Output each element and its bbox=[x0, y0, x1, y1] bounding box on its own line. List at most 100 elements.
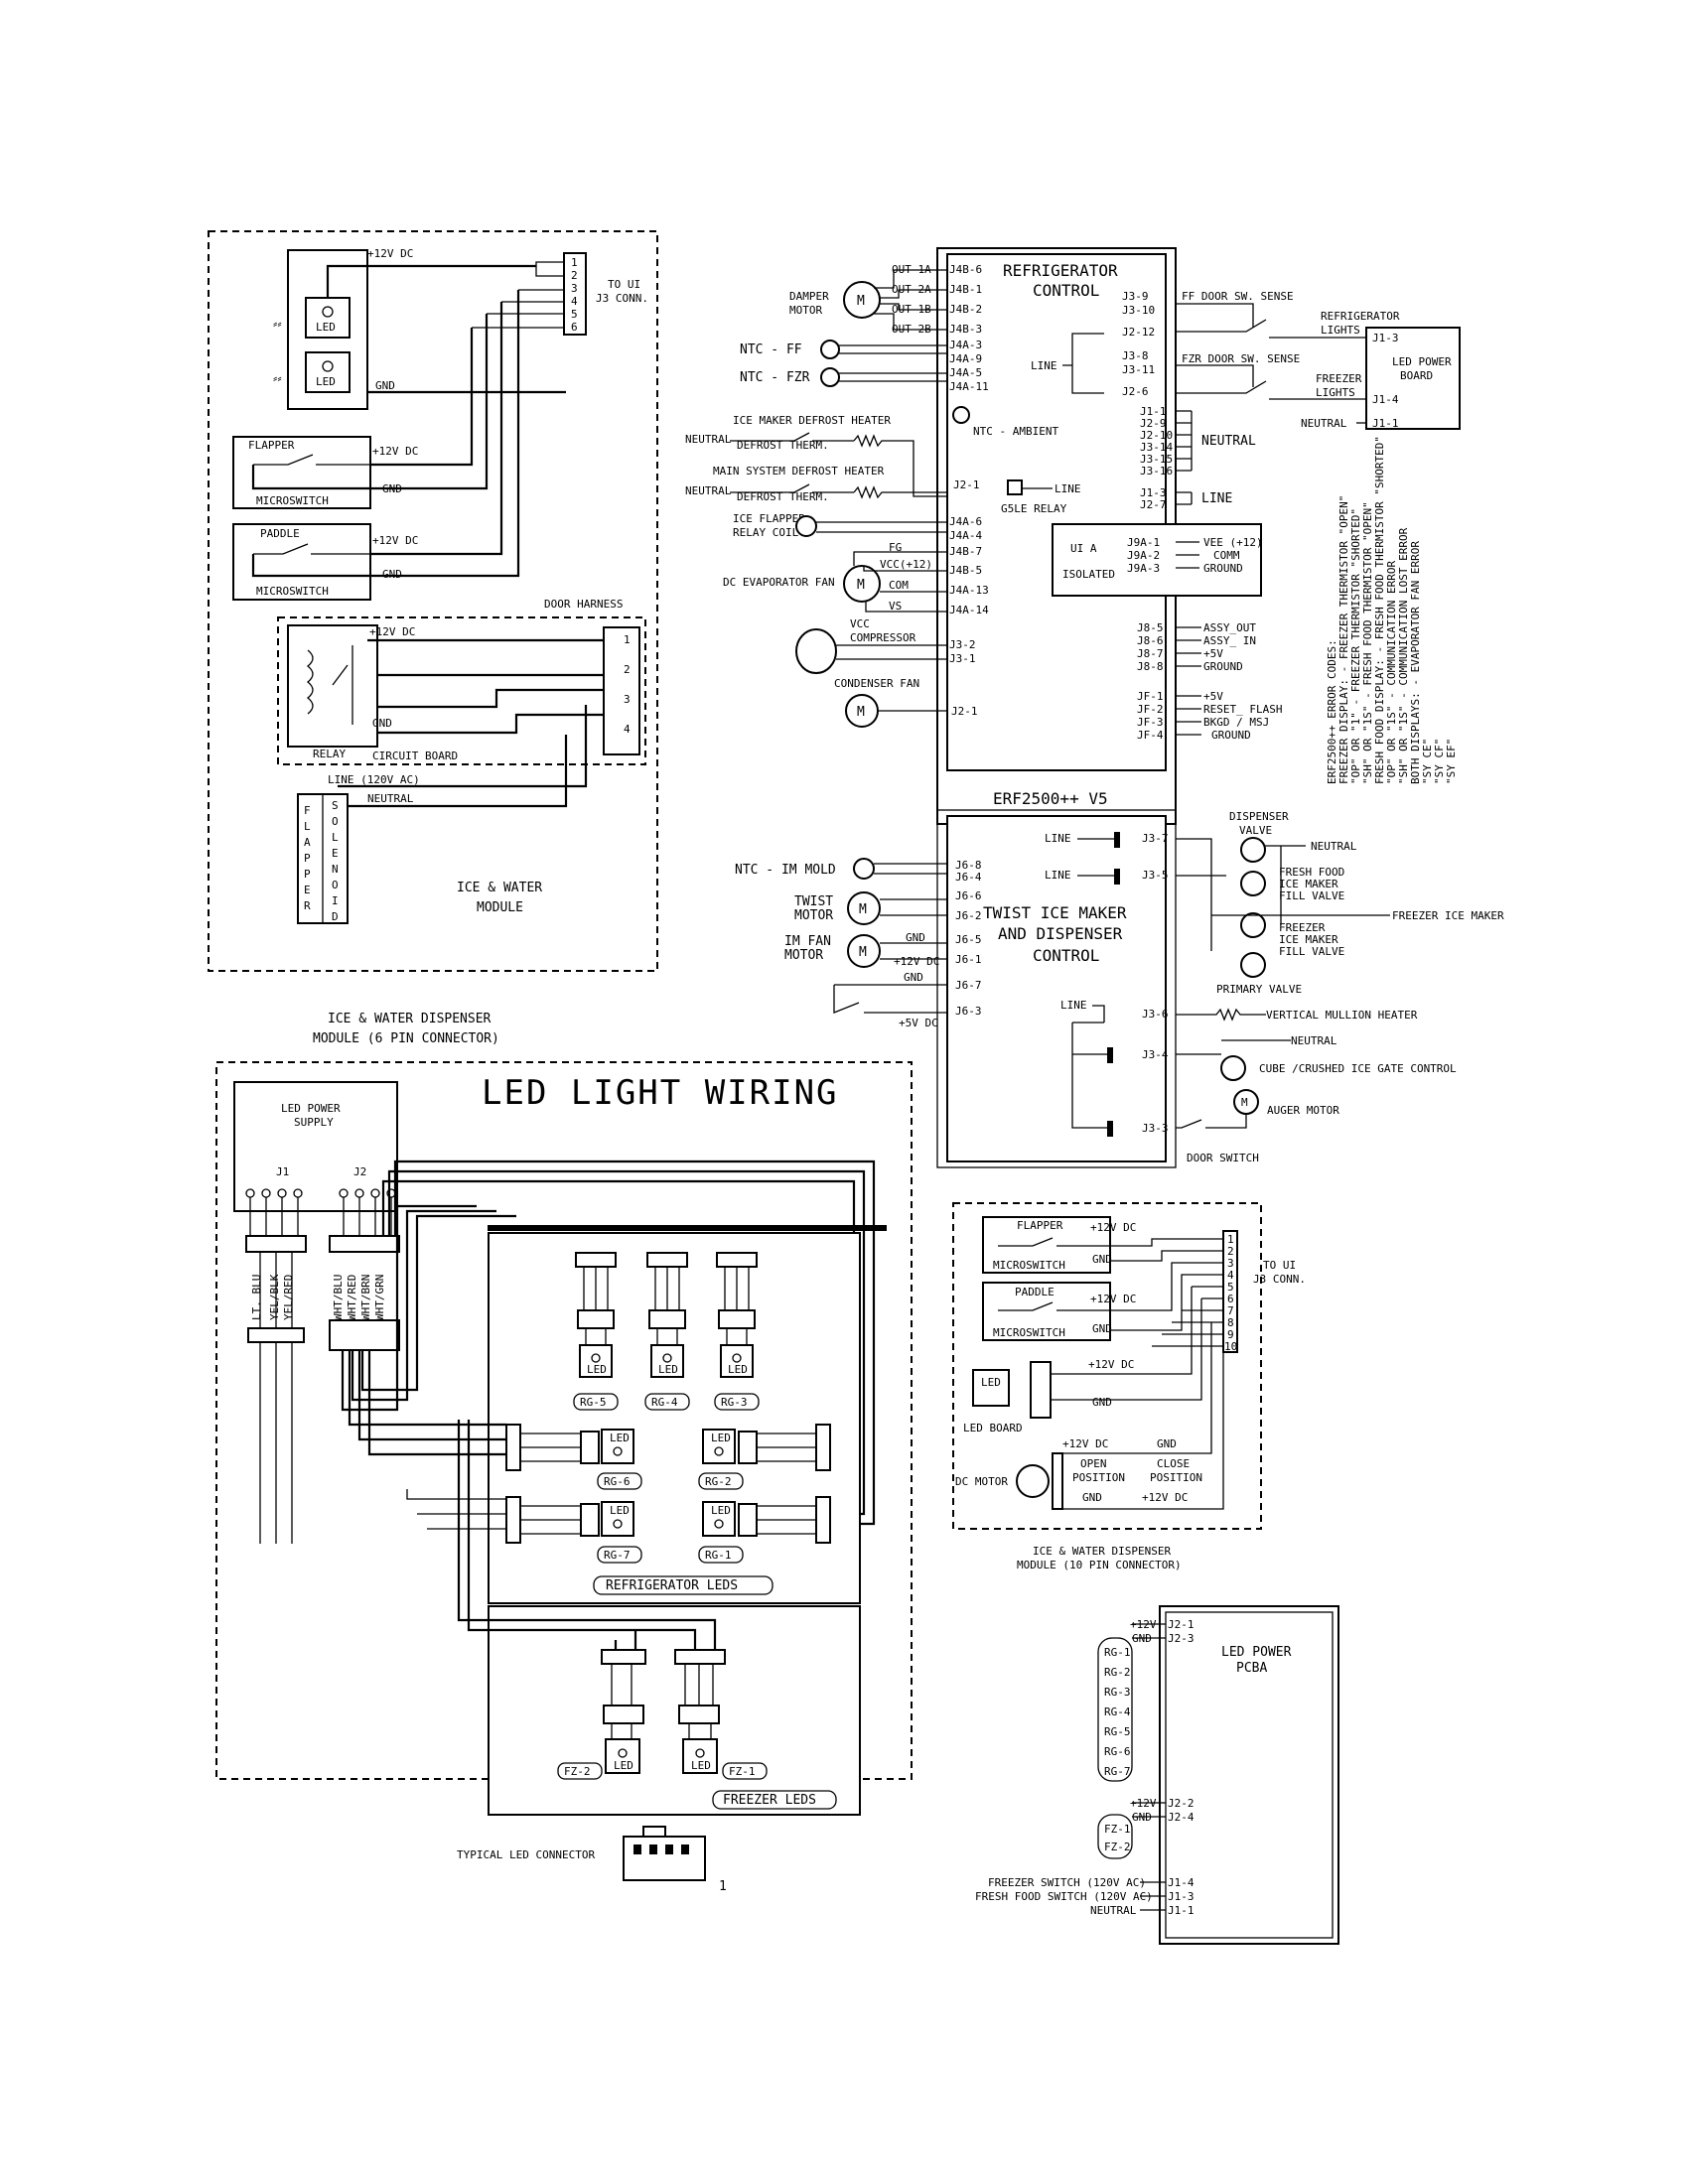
rg-5-tag bbox=[573, 1393, 619, 1411]
error-code-line: "SY CE" bbox=[1421, 739, 1434, 784]
door-harness-label: DOOR HARNESS bbox=[544, 598, 623, 611]
plus5-label: +5V bbox=[1203, 647, 1223, 660]
dc-evaporator-fan-label: DC EVAPORATOR FAN bbox=[723, 576, 835, 589]
damper-motor-label-1: DAMPER bbox=[789, 290, 829, 303]
relay-contact bbox=[1107, 1047, 1113, 1063]
rg-6-led bbox=[601, 1429, 634, 1464]
twist-motor-icon bbox=[847, 891, 881, 925]
j2-4: J2-4 bbox=[1168, 1811, 1195, 1824]
jf-3: JF-3 bbox=[1137, 716, 1164, 729]
ntc-ff-label: NTC - FF bbox=[740, 342, 802, 357]
led-power-pcba-box bbox=[1159, 1605, 1339, 1945]
im-fan-motor-icon bbox=[847, 934, 881, 968]
plus12-label: +12V DC bbox=[1088, 1358, 1134, 1371]
connector-latch bbox=[642, 1826, 666, 1838]
fz-1-tag bbox=[722, 1762, 768, 1780]
six-pin-module: LED LED ⸗⸗ ⸗⸗ +12V DC GND 1 2 3 4 5 6 TO… bbox=[208, 230, 658, 1046]
out-2b: OUT 2B bbox=[892, 323, 931, 336]
j3-4: J3-4 bbox=[1142, 1048, 1169, 1061]
pin-3: 3 bbox=[624, 693, 631, 706]
fz-2-label: FZ-2 bbox=[564, 1765, 591, 1778]
ntc-fzr-label: NTC - FZR bbox=[740, 370, 810, 385]
gnd-label: GND bbox=[382, 482, 402, 495]
paddle-label: PADDLE bbox=[1015, 1286, 1055, 1298]
pin-2: 2 bbox=[1227, 1245, 1234, 1258]
j1-1: J1-1 bbox=[1168, 1904, 1195, 1917]
ntc-ambient-thermistor bbox=[952, 406, 970, 424]
led-power-supply-label-2: SUPPLY bbox=[294, 1116, 334, 1129]
plus12-label: +12V DC bbox=[372, 534, 418, 547]
gnd-label: GND bbox=[904, 971, 923, 984]
led-glyph: LED bbox=[691, 1759, 711, 1772]
rg-1-tag bbox=[698, 1546, 744, 1564]
typical-led-connector bbox=[623, 1836, 706, 1881]
vcc12-label: VCC(+12) bbox=[880, 558, 932, 571]
flapper-label: FLAPPER bbox=[248, 439, 295, 452]
ice-flapper-relay-label-2: RELAY COIL bbox=[733, 526, 799, 539]
neutral-label: NEUTRAL bbox=[685, 433, 732, 446]
neutral-label: NEUTRAL bbox=[685, 484, 732, 497]
rg-6-plug bbox=[580, 1431, 600, 1464]
rg-3-label: RG-3 bbox=[721, 1396, 748, 1409]
error-code-line: BOTH DISPLAYS: - EVAPORATOR FAN ERROR bbox=[1409, 541, 1422, 784]
led-1 bbox=[305, 297, 351, 339]
flapper-microswitch-box bbox=[982, 1216, 1111, 1274]
neutral-label: NEUTRAL bbox=[367, 792, 414, 805]
twist-motor-label-1: TWIST bbox=[794, 894, 833, 909]
frz-fill-label-3: FILL VALVE bbox=[1279, 945, 1344, 958]
comm-label: COMM bbox=[1213, 549, 1240, 562]
ice-flapper-relay-label-1: ICE FLAPPER bbox=[733, 512, 805, 525]
ntc-fzr-thermistor bbox=[820, 367, 840, 387]
plus12-label: +12V DC bbox=[367, 247, 413, 260]
model-label: ERF2500++ V5 bbox=[993, 789, 1108, 808]
rg-4-label: RG-4 bbox=[1104, 1706, 1131, 1718]
compressor-label: COMPRESSOR bbox=[850, 631, 916, 644]
error-code-line: "SY EF" bbox=[1445, 739, 1458, 784]
j2-1: J2-1 bbox=[953, 478, 980, 491]
twist-outer bbox=[936, 809, 1177, 1168]
ui-a-label: UI A bbox=[1070, 542, 1097, 555]
pcba-title-1: LED POWER bbox=[1221, 1645, 1292, 1660]
freezer-switch-label: FREEZER SWITCH (120V AC) bbox=[988, 1876, 1146, 1889]
error-code-line: FREEZER DISPLAY: - FREEZER THERMISTOR "O… bbox=[1337, 495, 1350, 784]
im-fan-motor-label-1: IM FAN bbox=[784, 934, 831, 949]
freezer-leds-area bbox=[488, 1605, 861, 1816]
module-label: MODULE bbox=[477, 900, 523, 915]
j1-4: J1-4 bbox=[1168, 1876, 1195, 1889]
j6-4: J6-4 bbox=[955, 871, 982, 884]
gnd-label: GND bbox=[1092, 1322, 1112, 1335]
jf-1: JF-1 bbox=[1137, 690, 1164, 703]
fg-label: FG bbox=[889, 541, 902, 554]
main-system-defrost-heater-label: MAIN SYSTEM DEFROST HEATER bbox=[713, 465, 885, 478]
pin-1-marker: 1 bbox=[719, 1879, 727, 1894]
motor-m-glyph: M bbox=[857, 294, 865, 309]
relay-contact bbox=[1114, 832, 1120, 848]
microswitch-label: MICROSWITCH bbox=[993, 1259, 1065, 1272]
ff-fill-label-3: FILL VALVE bbox=[1279, 889, 1344, 902]
ff-fill-valve-coil bbox=[1240, 871, 1266, 896]
neutral-big-label: NEUTRAL bbox=[1201, 434, 1256, 449]
typical-led-connector-label: TYPICAL LED CONNECTOR bbox=[457, 1848, 595, 1861]
dc-motor-label: DC MOTOR bbox=[955, 1475, 1008, 1488]
j6-6: J6-6 bbox=[955, 889, 982, 902]
light-icon: ⸗⸗ bbox=[273, 371, 282, 386]
ground-label: GROUND bbox=[1211, 729, 1251, 742]
j2-connector bbox=[329, 1235, 400, 1253]
ff-fill-label-2: ICE MAKER bbox=[1279, 878, 1338, 890]
out-1b: OUT 1B bbox=[892, 303, 931, 316]
flapper-label: FLAPPER bbox=[1017, 1219, 1063, 1232]
j8-5: J8-5 bbox=[1137, 621, 1164, 634]
j4a-13: J4A-13 bbox=[949, 584, 989, 597]
frz-fill-label-1: FREEZER bbox=[1279, 921, 1326, 934]
paddle-label: PADDLE bbox=[260, 527, 300, 540]
pin-2: 2 bbox=[571, 269, 578, 282]
frz-fill-label-2: ICE MAKER bbox=[1279, 933, 1338, 946]
rg-5-connector bbox=[575, 1252, 617, 1268]
j4a-3: J4A-3 bbox=[949, 339, 982, 351]
to-ui-label: TO UI bbox=[1263, 1259, 1296, 1272]
relay-contact bbox=[1107, 1121, 1113, 1137]
compressor-icon bbox=[795, 628, 837, 674]
solenoid-vertical-label: E bbox=[332, 847, 339, 860]
freezer-ice-maker-label: FREEZER ICE MAKER bbox=[1392, 909, 1504, 922]
rg-1-label: RG-1 bbox=[1104, 1646, 1131, 1659]
